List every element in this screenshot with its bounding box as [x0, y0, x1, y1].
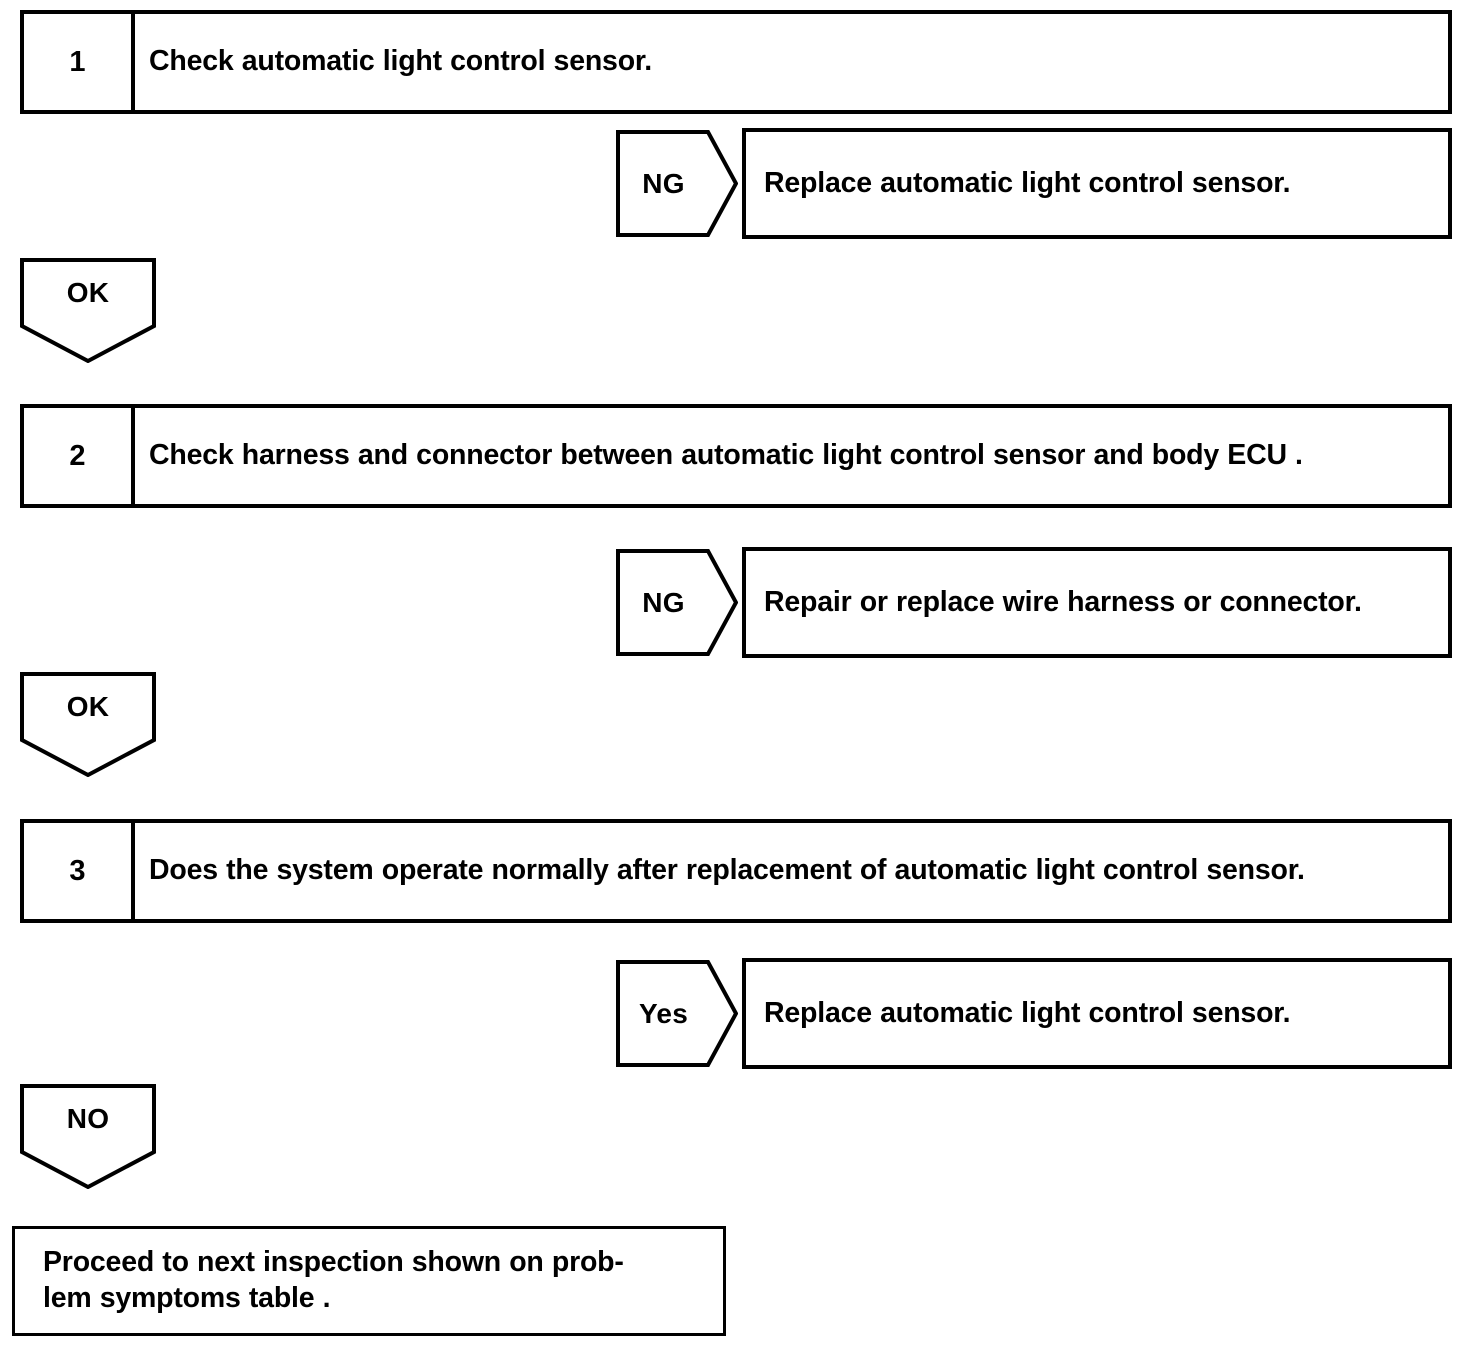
pentagon-down-icon	[20, 672, 156, 777]
step-instruction-text: Does the system operate normally after r…	[149, 854, 1305, 887]
result-box-yes-3: Replace automatic light control sensor.	[742, 958, 1452, 1069]
result-text: Repair or replace wire harness or connec…	[764, 585, 1362, 618]
step-text-cell-3: Does the system operate normally after r…	[135, 823, 1448, 919]
continue-arrow-no-3: NO	[20, 1084, 156, 1189]
result-box-ng-1: Replace automatic light control sensor.	[742, 128, 1452, 239]
branch-arrow-yes-3: Yes	[616, 960, 738, 1067]
branch-arrow-label: NG	[642, 167, 685, 199]
terminal-text-line-1: Proceed to next inspection shown on prob…	[43, 1246, 624, 1279]
step-number: 2	[69, 439, 86, 472]
continue-arrow-label: NO	[66, 1102, 110, 1134]
pentagon-right-icon	[616, 549, 738, 656]
continue-arrow-label: OK	[66, 276, 110, 308]
result-text: Replace automatic light control sensor.	[764, 166, 1291, 199]
branch-arrow-label: Yes	[638, 997, 689, 1029]
step-number: 3	[69, 854, 86, 887]
terminal-text: Proceed to next inspection shown on prob…	[43, 1245, 624, 1316]
step-row-1: 1 Check automatic light control sensor.	[20, 10, 1452, 114]
pentagon-down-icon	[20, 1084, 156, 1189]
branch-arrow-ng-2: NG	[616, 549, 738, 656]
step-number-cell-1: 1	[24, 14, 135, 110]
pentagon-right-icon	[616, 960, 738, 1067]
continue-arrow-ok-2: OK	[20, 672, 156, 777]
step-text-cell-2: Check harness and connector between auto…	[135, 408, 1448, 504]
result-text: Replace automatic light control sensor.	[764, 996, 1291, 1029]
result-box-ng-2: Repair or replace wire harness or connec…	[742, 547, 1452, 658]
step-row-3: 3 Does the system operate normally after…	[20, 819, 1452, 923]
branch-arrow-label: NG	[642, 586, 685, 618]
pentagon-right-icon	[616, 130, 738, 237]
step-number-cell-3: 3	[24, 823, 135, 919]
branch-arrow-ng-1: NG	[616, 130, 738, 237]
step-number-cell-2: 2	[24, 408, 135, 504]
step-row-2: 2 Check harness and connector between au…	[20, 404, 1452, 508]
continue-arrow-label: OK	[66, 690, 110, 722]
continue-arrow-ok-1: OK	[20, 258, 156, 363]
step-instruction-text: Check automatic light control sensor.	[149, 45, 652, 78]
step-number: 1	[69, 45, 86, 78]
pentagon-down-icon	[20, 258, 156, 363]
terminal-text-line-2: lem symptoms table .	[43, 1282, 331, 1314]
step-text-cell-1: Check automatic light control sensor.	[135, 14, 1448, 110]
terminal-box: Proceed to next inspection shown on prob…	[12, 1226, 726, 1336]
step-instruction-text: Check harness and connector between auto…	[149, 439, 1303, 472]
